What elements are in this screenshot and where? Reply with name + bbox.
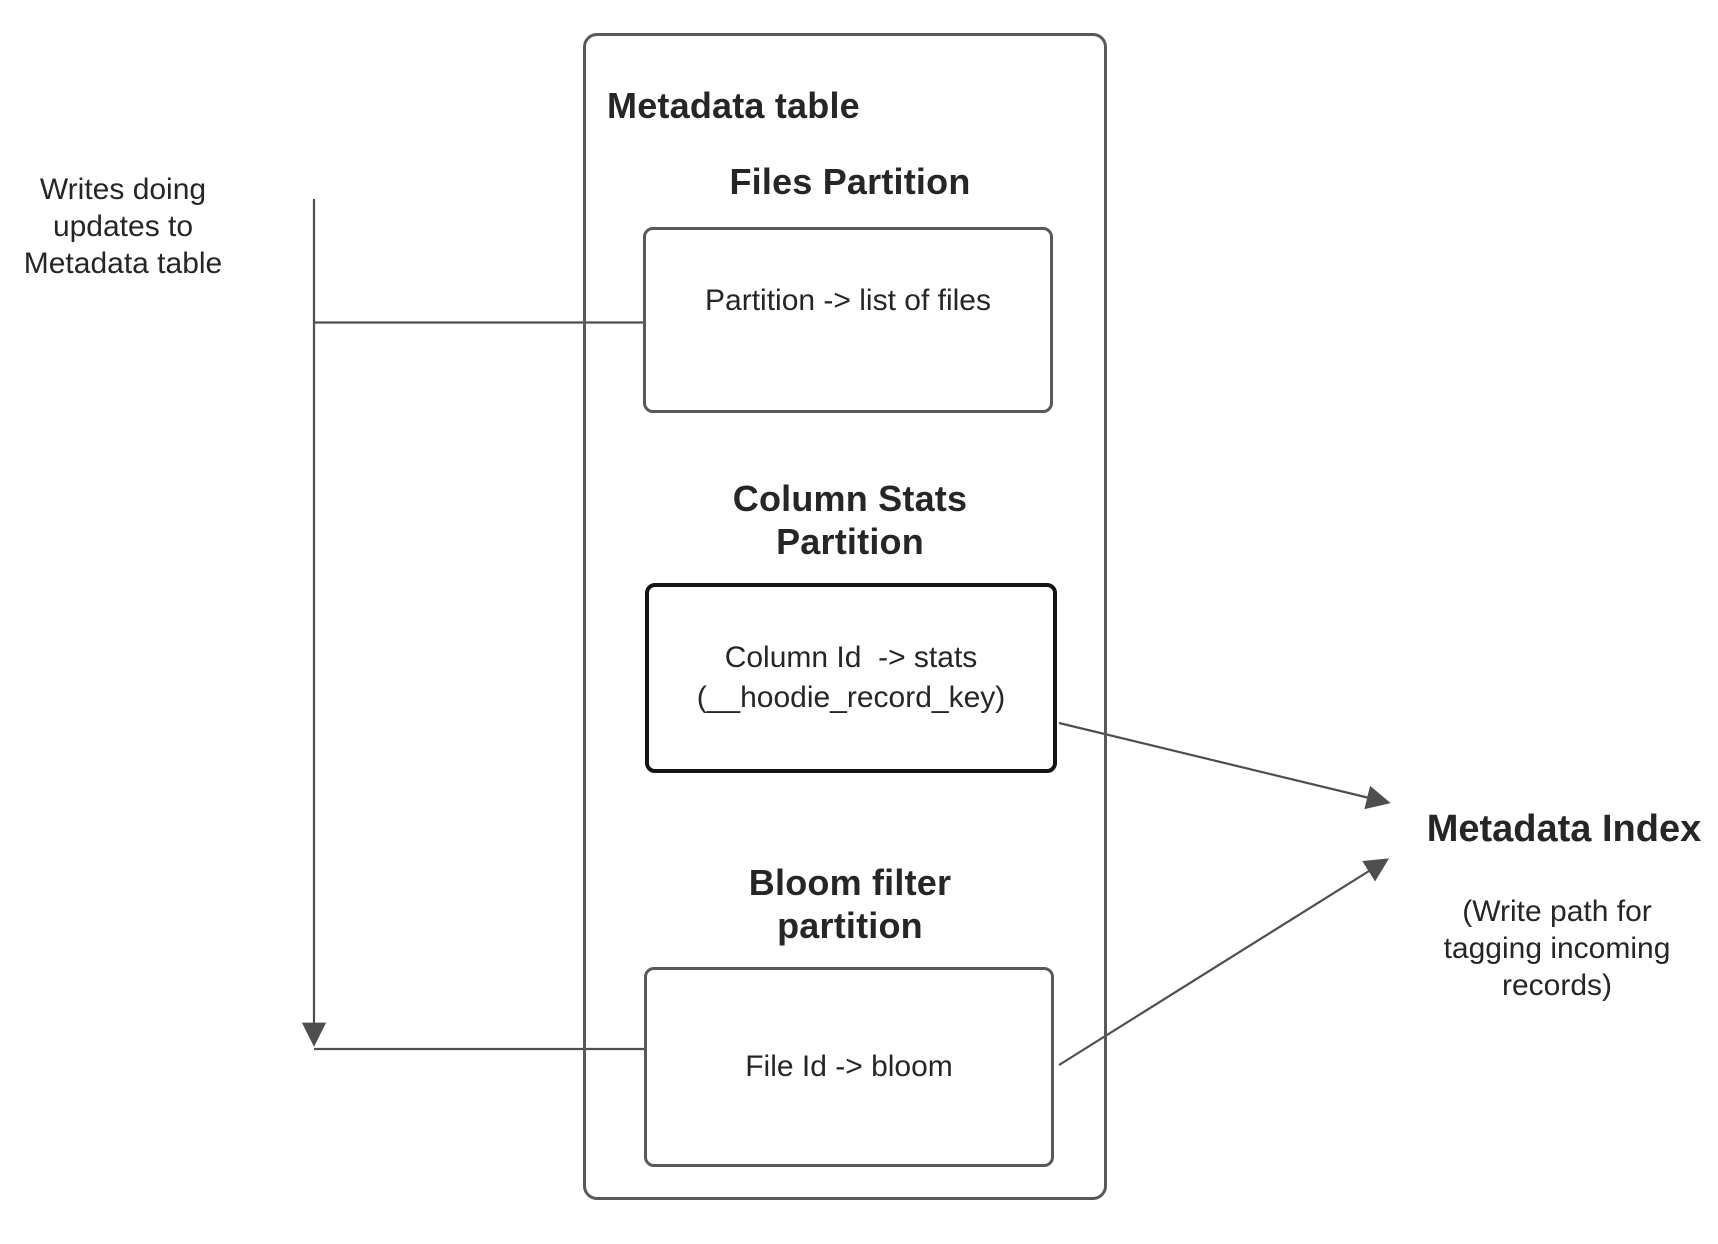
metadata-index-subtitle: (Write path for tagging incoming records… <box>1443 895 1671 1002</box>
bloom-filter-partition-heading: Bloom filter partition <box>748 862 952 946</box>
bloom-to-metadata-index-arrow <box>1058 858 1390 1066</box>
files-partition-box: Partition -> list of files <box>643 227 1053 413</box>
metadata-table-container <box>583 33 1107 1200</box>
files-partition-label: Partition -> list of files <box>705 284 991 317</box>
metadata-index-title: Metadata Index <box>1426 808 1702 850</box>
metadata-table-title: Metadata table <box>607 85 860 126</box>
column-stats-partition-heading: Column Stats Partition <box>732 478 968 562</box>
files-partition-heading: Files Partition <box>729 161 971 202</box>
bloom-filter-partition-label: File Id -> bloom <box>745 1050 953 1083</box>
column-stats-partition-label: Column Id -> stats (__hoodie_record_key) <box>696 641 1006 714</box>
column-stats-partition-box: Column Id -> stats (__hoodie_record_key) <box>645 583 1057 773</box>
column-stats-to-metadata-index-arrow <box>1058 721 1391 810</box>
bloom-filter-partition-box: File Id -> bloom <box>644 967 1054 1167</box>
writes-note: Writes doing updates to Metadata table <box>23 173 223 280</box>
